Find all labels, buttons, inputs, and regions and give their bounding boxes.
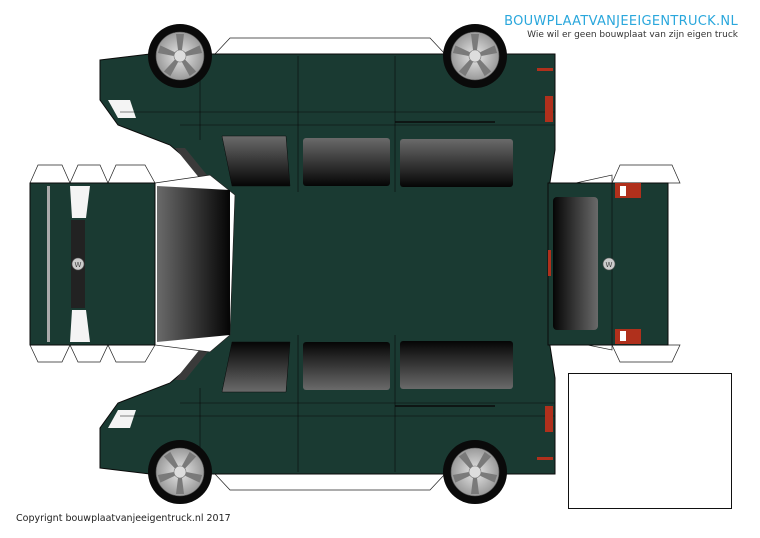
blank-label-box — [568, 373, 732, 509]
roof-panel — [228, 192, 553, 335]
tagline: Wie wil er geen bouwplaat van zijn eigen… — [527, 30, 738, 40]
vw-logo-icon — [602, 257, 616, 271]
rear-panel: W — [547, 164, 681, 363]
vw-logo-icon — [71, 257, 85, 271]
svg-text:W: W — [75, 261, 82, 269]
side-panel-bottom — [100, 330, 555, 504]
side-panel-top — [100, 24, 555, 198]
copyright-text: Copyrignt bouwplaatvanjeeigentruck.nl 20… — [16, 513, 231, 524]
site-title: BOUWPLAATVANJEEIGENTRUCK.NL — [504, 14, 738, 29]
site-branding: BOUWPLAATVANJEEIGENTRUCK.NL Wie wil er g… — [504, 14, 738, 41]
svg-text:W: W — [606, 261, 613, 269]
front-panel: W — [29, 164, 236, 363]
